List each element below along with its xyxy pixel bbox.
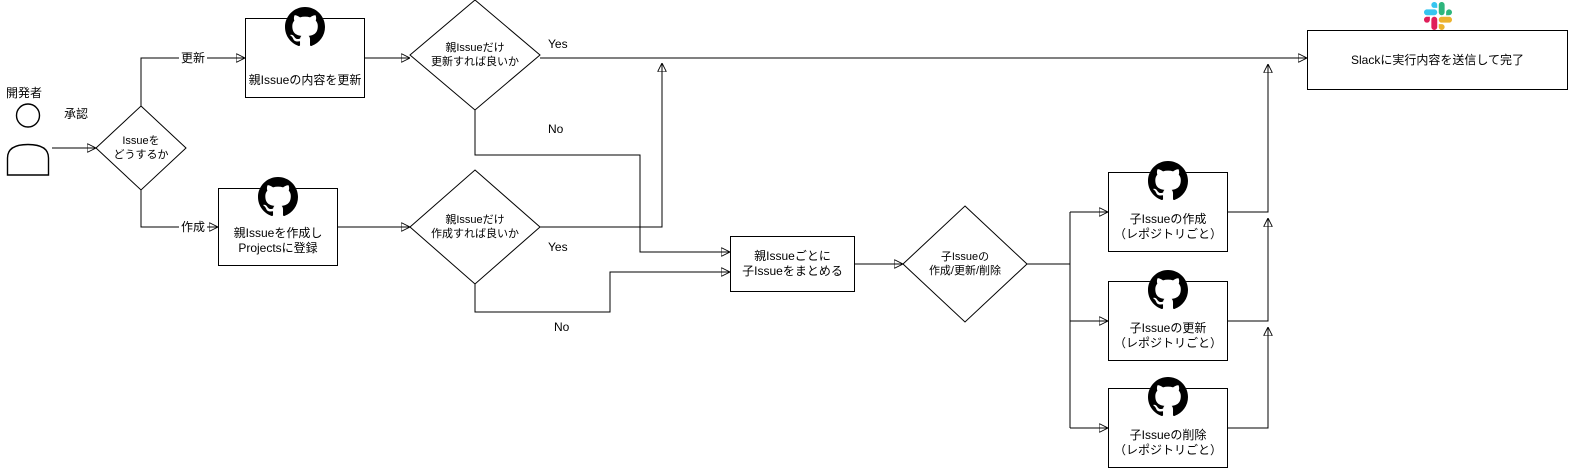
edge-label-update-only-yes: Yes: [546, 37, 570, 51]
decision-create-parent-only-label: 親Issueだけ 作成すれば良いか: [431, 214, 519, 240]
node-group-child-issues: 親Issueごとに 子Issueをまとめる: [730, 236, 855, 292]
node-update-child-issue-label: 子Issueの更新 （レポジトリごと）: [1113, 321, 1222, 350]
github-icon: [1148, 270, 1188, 310]
github-icon: [285, 7, 325, 47]
node-update-parent-issue: 親Issueの内容を更新: [245, 7, 365, 98]
decision-issue-action: Issueを どうするか: [95, 105, 187, 191]
edge-update-child-merge: [1228, 218, 1268, 322]
developer-actor: [4, 102, 52, 176]
edge-create-child-merge: [1228, 64, 1268, 213]
node-group-child-issues-label: 親Issueごとに 子Issueをまとめる: [742, 249, 843, 278]
edge-label-update: 更新: [179, 51, 208, 65]
decision-child-issue-ops: 子Issueの 作成/更新/削除: [902, 205, 1028, 323]
diamond-shape: [95, 105, 187, 191]
slack-icon: [1423, 2, 1452, 30]
diamond-shape: [409, 0, 541, 111]
edge-delete-child-merge: [1228, 327, 1268, 429]
node-create-parent-issue: 親Issueを作成し Projectsに登録: [218, 177, 338, 266]
developer-label: 開発者: [6, 86, 43, 100]
edge-decision1-update: [140, 58, 245, 106]
diamond-shape: [409, 169, 541, 285]
node-slack-done: Slackに実行内容を送信して完了: [1307, 2, 1568, 90]
decision-child-issue-ops-label: 子Issueの 作成/更新/削除: [928, 251, 1002, 277]
node-delete-child-issue: 子Issueの削除 （レポジトリごと）: [1108, 377, 1228, 468]
github-icon: [1148, 377, 1188, 417]
edge-decision2-no-to-group: [474, 110, 730, 252]
node-update-child-issue: 子Issueの更新 （レポジトリごと）: [1108, 270, 1228, 361]
edge-label-update-only-no: No: [546, 122, 566, 136]
decision-update-parent-only-label: 親Issueだけ 更新すれば良いか: [431, 42, 519, 68]
node-delete-child-issue-label: 子Issueの削除 （レポジトリごと）: [1113, 428, 1222, 457]
node-create-child-issue-label: 子Issueの作成 （レポジトリごと）: [1113, 212, 1222, 241]
node-create-child-issue: 子Issueの作成 （レポジトリごと）: [1108, 161, 1228, 252]
edge-decision3-no-to-group: [474, 272, 730, 313]
person-icon: [4, 102, 52, 176]
edge-label-approve: 承認: [62, 107, 91, 121]
edge-label-create-only-no: No: [552, 320, 572, 334]
node-create-parent-issue-label: 親Issueを作成し Projectsに登録: [233, 226, 323, 255]
github-icon: [1148, 161, 1188, 201]
decision-update-parent-only: 親Issueだけ 更新すれば良いか: [409, 0, 541, 111]
github-icon: [258, 177, 298, 217]
edge-label-create-only-yes: Yes: [546, 240, 570, 254]
edge-label-create: 作成: [179, 220, 208, 234]
node-slack-done-label: Slackに実行内容を送信して完了: [1351, 52, 1524, 67]
diamond-shape: [902, 205, 1028, 323]
edge-decision3-yes-to-slackline: [540, 63, 662, 228]
node-update-parent-issue-label: 親Issueの内容を更新: [248, 73, 362, 87]
decision-issue-action-label: Issueを どうするか: [113, 135, 169, 161]
decision-create-parent-only: 親Issueだけ 作成すれば良いか: [409, 169, 541, 285]
